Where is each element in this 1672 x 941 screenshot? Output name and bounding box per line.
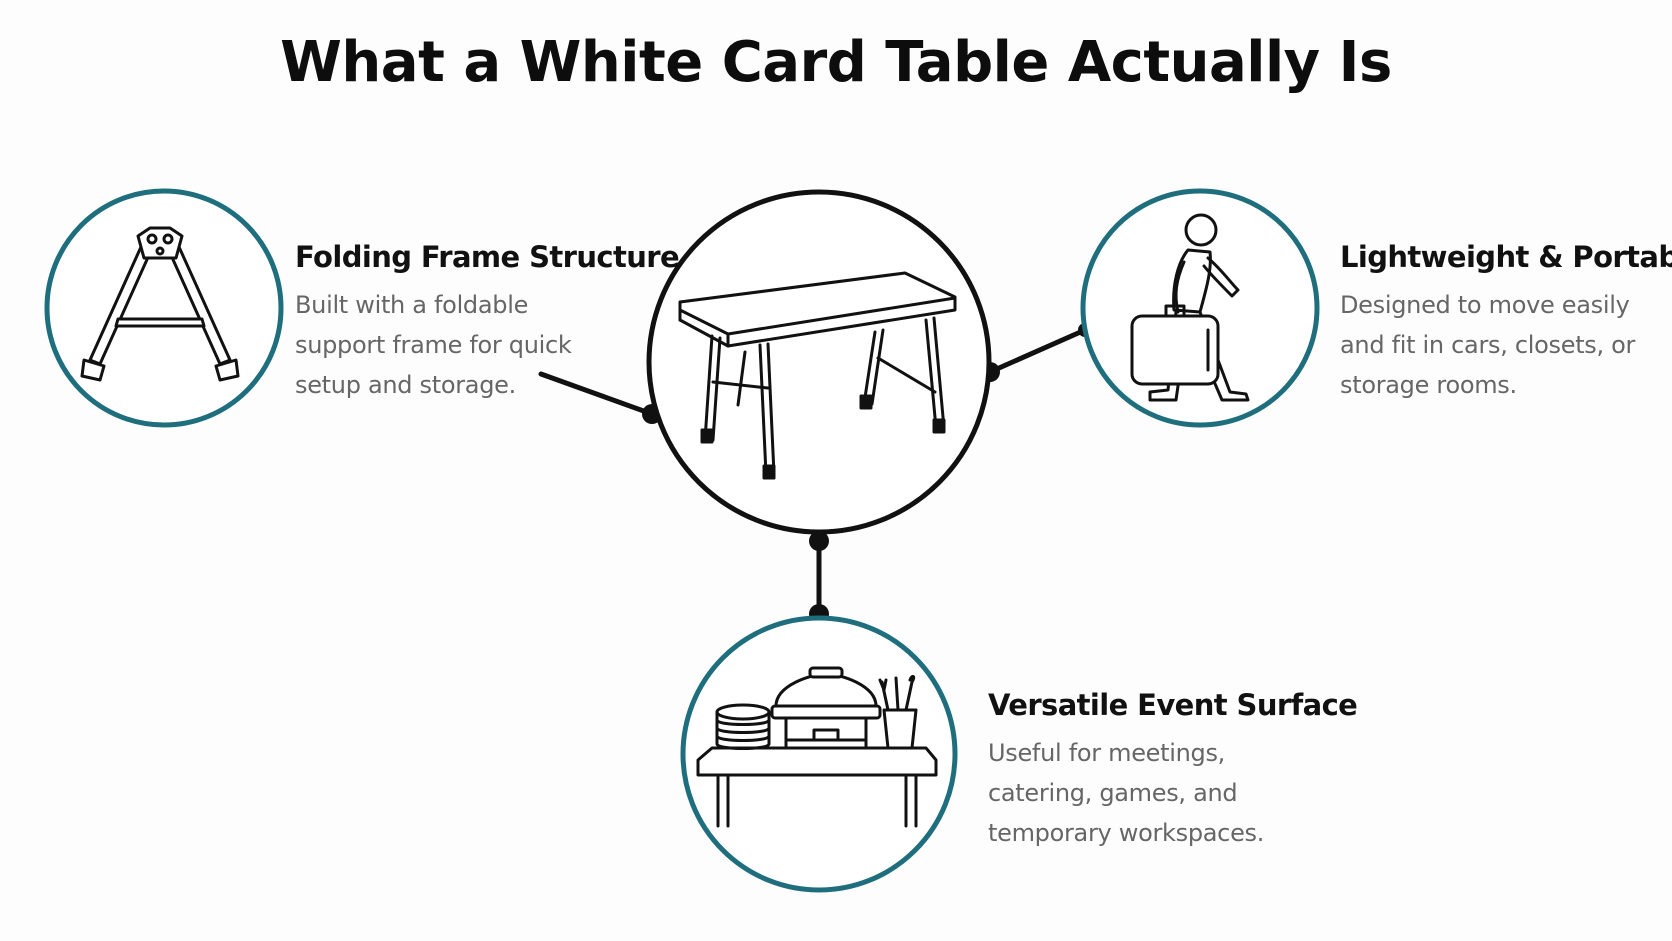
feature-description: Useful for meetings, catering, games, an… <box>988 738 1265 847</box>
frame-circle <box>44 188 284 428</box>
connector-portable <box>987 327 1088 375</box>
page-title: What a White Card Table Actually Is <box>280 30 1392 95</box>
connectors <box>538 327 1088 617</box>
a-frame-hinge-icon <box>80 226 240 382</box>
feature-event: Versatile Event Surface Useful for meeti… <box>988 688 1358 853</box>
feature-title: Lightweight & Portable <box>1340 240 1672 274</box>
person-carrying-table-icon <box>1130 213 1250 402</box>
feature-description: Built with a foldable support frame for … <box>295 290 572 399</box>
feature-title: Folding Frame Structure <box>295 240 680 274</box>
feature-title: Versatile Event Surface <box>988 688 1358 722</box>
feature-frame: Folding Frame Structure Built with a fol… <box>295 240 680 405</box>
feature-description: Designed to move easily and fit in cars,… <box>1340 290 1636 399</box>
feature-portable: Lightweight & Portable Designed to move … <box>1340 240 1672 405</box>
catering-table-icon <box>696 666 938 828</box>
connector-frame <box>538 371 655 417</box>
folding-table-icon <box>678 271 957 480</box>
